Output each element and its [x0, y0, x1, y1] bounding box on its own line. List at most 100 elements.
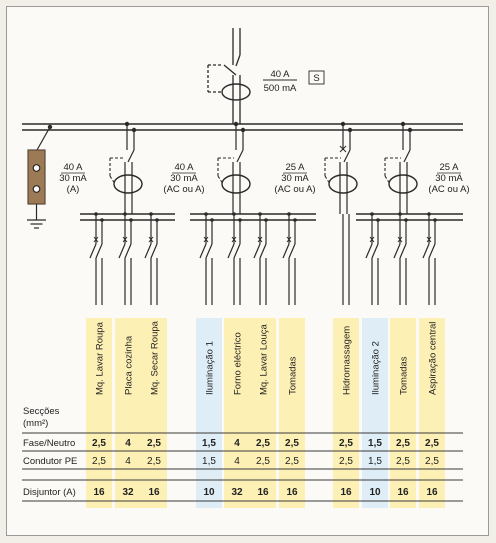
rcd-label: (A) [67, 184, 80, 195]
cell-fase-neutro: 1,5 [368, 438, 382, 449]
cell-condutor-pe: 2,5 [396, 456, 410, 467]
column-highlight [279, 318, 305, 508]
column-highlight [196, 318, 222, 508]
cell-fase-neutro: 4 [125, 438, 131, 449]
cell-disjuntor: 16 [148, 487, 160, 498]
rcd-toroid [221, 174, 251, 194]
circuit-branch: Tomadas [282, 212, 299, 395]
cell-fase-neutro: 2,5 [425, 438, 439, 449]
circuits: Mq. Lavar Roupa Placa cozinha Mq. Secar Ro… [89, 212, 439, 395]
circuit-branch: Aspiração central [422, 212, 439, 395]
cell-condutor-pe: 4 [125, 456, 131, 467]
cell-fase-neutro: 1,5 [202, 438, 216, 449]
selective-type-box [308, 70, 325, 85]
cell-condutor-pe: 2,5 [92, 456, 106, 467]
cell-disjuntor: 16 [397, 487, 409, 498]
main-rcd [207, 64, 251, 124]
circuit-name: Forno eléctrico [233, 332, 244, 395]
main-rcd-type-mark: S [313, 73, 319, 84]
circuit-branch: Iluminação 2 [365, 212, 382, 395]
cell-disjuntor: 16 [340, 487, 352, 498]
sections-table: Secções (mm²) Fase/Neutro Condutor PE Di… [22, 406, 463, 502]
circuit-branch: Mq. Lavar Louça [253, 212, 270, 395]
cell-condutor-pe: 2,5 [339, 456, 353, 467]
cell-condutor-pe: 2,5 [425, 456, 439, 467]
column-highlight [250, 318, 276, 508]
cell-fase-neutro: 2,5 [396, 438, 410, 449]
label-condutor-pe: Condutor PE [23, 456, 77, 467]
label-seccoes-unit: (mm²) [23, 418, 48, 429]
circuit-name: Hidromassagem [342, 326, 353, 395]
rcd-toroid [328, 174, 358, 194]
cell-fase-neutro: 2,5 [256, 438, 270, 449]
rcd-groups: 40 A30 mA(A)40 A30 mA(AC ou A)25 A30 mA(… [59, 121, 470, 221]
circuit-name: Iluminação 1 [205, 341, 216, 395]
circuit-branch: Iluminação 1 [199, 212, 216, 395]
column-highlight [224, 318, 250, 508]
rcd-label: (AC ou A) [274, 184, 315, 195]
rcd-label: 25 A [285, 162, 305, 173]
cell-fase-neutro: 4 [234, 438, 240, 449]
column-highlight [362, 318, 388, 508]
rcd-label: 30 mA [170, 173, 198, 184]
rcd-label: 40 A [174, 162, 194, 173]
column-highlight [390, 318, 416, 508]
label-fase-neutro: Fase/Neutro [23, 438, 75, 449]
incoming-supply [232, 28, 241, 67]
circuit-branch: Tomadas [393, 212, 410, 395]
circuit-branch: Forno eléctrico [227, 212, 244, 395]
column-highlights [86, 318, 445, 508]
cell-disjuntor: 16 [257, 487, 269, 498]
rcd-label: (AC ou A) [428, 184, 469, 195]
rcd-group: 40 A30 mA(A) [59, 121, 175, 221]
rcd-label: 25 A [439, 162, 459, 173]
cell-condutor-pe: 2,5 [285, 456, 299, 467]
circuit-branch: Mq. Lavar Roupa [89, 212, 106, 395]
main-rcd-rating: 40 A [270, 69, 290, 80]
circuit-name: Aspiração central [428, 322, 439, 395]
cell-disjuntor: 16 [286, 487, 298, 498]
circuit-name: Mq. Lavar Louça [259, 324, 270, 395]
circuit-name: Iluminação 2 [371, 341, 382, 395]
main-rcd-sensitivity: 500 mA [264, 83, 297, 94]
circuit-name: Mq. Secar Roupa [150, 320, 161, 395]
column-highlight [419, 318, 445, 508]
circuit-name: Placa cozinha [124, 335, 135, 395]
cell-disjuntor: 16 [93, 487, 105, 498]
rcd-label: 30 mA [281, 173, 309, 184]
cell-fase-neutro: 2,5 [147, 438, 161, 449]
rcd-label: 30 mA [59, 173, 87, 184]
earth-terminal-block [27, 126, 51, 229]
cell-disjuntor: 10 [369, 487, 381, 498]
cell-fase-neutro: 2,5 [285, 438, 299, 449]
cell-fase-neutro: 2,5 [92, 438, 106, 449]
column-highlight [86, 318, 112, 508]
column-highlight [115, 318, 141, 508]
cell-condutor-pe: 1,5 [202, 456, 216, 467]
rcd-label: 40 A [63, 162, 83, 173]
cell-condutor-pe: 2,5 [147, 456, 161, 467]
circuit-name: Mq. Lavar Roupa [95, 321, 106, 395]
circuit-branch: Mq. Secar Roupa [144, 212, 161, 395]
label-seccoes: Secções [23, 406, 60, 417]
label-disjuntor: Disjuntor (A) [23, 487, 76, 498]
table-values: 2,5 2,5 16 4 4 32 2,5 2,5 16 1,5 1,5 10 4 4 32 2,5 2,5 16… [92, 438, 439, 498]
column-highlight [141, 318, 167, 508]
circuit-name: Tomadas [399, 356, 410, 395]
cell-disjuntor: 16 [426, 487, 438, 498]
column-highlight [333, 318, 359, 508]
cell-disjuntor: 10 [203, 487, 215, 498]
circuit-name: Tomadas [288, 356, 299, 395]
rcd-group: 25 A30 mA(AC ou A) [274, 121, 358, 214]
rcd-label: (AC ou A) [163, 184, 204, 195]
circuit-branch: Placa cozinha [118, 212, 135, 395]
rcd-label: 30 mA [435, 173, 463, 184]
rcd-toroid [388, 174, 418, 194]
circuit-branch: Hidromassagem [342, 214, 353, 395]
cell-disjuntor: 32 [122, 487, 134, 498]
rcd-group: 25 A30 mA(AC ou A) [356, 121, 470, 221]
cell-condutor-pe: 2,5 [256, 456, 270, 467]
cell-condutor-pe: 4 [234, 456, 240, 467]
cell-disjuntor: 32 [231, 487, 243, 498]
